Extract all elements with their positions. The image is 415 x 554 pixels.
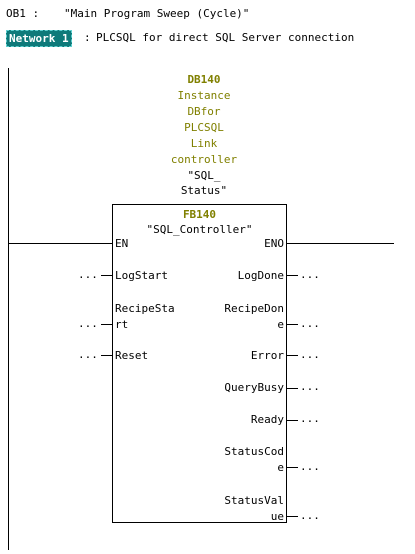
ready-stub [286,420,298,421]
reset-pin[interactable]: Reset [115,349,149,362]
en-pin[interactable]: EN [115,237,129,250]
instance-db-comment-1: Instance [177,89,231,102]
network-separator: : [84,31,91,44]
logdone-pin[interactable]: LogDone [237,269,284,282]
querybusy-stub [286,388,298,389]
recipedone-pin-line1[interactable]: RecipeDon [224,302,284,315]
function-block-box[interactable] [112,204,287,523]
network-label[interactable]: Network 1 [6,30,72,47]
eno-pin[interactable]: ENO [264,237,284,250]
querybusy-marker[interactable]: ... [300,380,320,393]
instance-db-symbol-1: "SQL_ [187,169,221,182]
logstart-marker[interactable]: ... [78,268,98,281]
eno-wire [286,243,394,244]
reset-marker[interactable]: ... [78,348,98,361]
statuscode-stub [286,467,298,468]
statusvalue-stub [286,516,298,517]
block-id: OB1 : [6,7,40,20]
statusvalue-marker[interactable]: ... [300,509,320,522]
instance-db-number[interactable]: DB140 [187,73,221,86]
statuscode-marker[interactable]: ... [300,460,320,473]
instance-db-comment-4: Link [190,137,218,150]
logstart-stub [101,275,113,276]
statuscode-pin-line1[interactable]: StatusCod [224,445,284,458]
recipestart-pin-line1[interactable]: RecipeSta [115,302,175,315]
logstart-pin[interactable]: LogStart [115,269,168,282]
error-marker[interactable]: ... [300,348,320,361]
statusvalue-pin-line1[interactable]: StatusVal [224,494,284,507]
fb-symbol: "SQL_Controller" [146,223,253,236]
instance-db-comment-3: PLCSQL [184,121,224,134]
ready-marker[interactable]: ... [300,412,320,425]
statuscode-pin-line2[interactable]: e [277,461,284,474]
querybusy-pin[interactable]: QueryBusy [224,381,284,394]
recipedone-marker[interactable]: ... [300,317,320,330]
reset-stub [101,355,113,356]
fb-number: FB140 [182,208,217,221]
recipestart-stub [101,324,113,325]
instance-db-comment-2: DBfor [187,105,221,118]
en-wire [8,243,113,244]
error-pin[interactable]: Error [250,349,284,362]
logdone-stub [286,275,298,276]
recipestart-marker[interactable]: ... [78,317,98,330]
network-title: PLCSQL for direct SQL Server connection [96,31,355,44]
power-rail [8,68,9,550]
logdone-marker[interactable]: ... [300,268,320,281]
instance-db-symbol-2: Status" [180,184,228,197]
statusvalue-pin-line2[interactable]: ue [270,510,284,523]
recipedone-stub [286,324,298,325]
instance-db-comment-5: controller [170,153,238,166]
block-title: "Main Program Sweep (Cycle)" [64,7,250,20]
recipestart-pin-line2[interactable]: rt [115,318,129,331]
recipedone-pin-line2[interactable]: e [277,318,284,331]
error-stub [286,355,298,356]
ready-pin[interactable]: Ready [250,413,284,426]
